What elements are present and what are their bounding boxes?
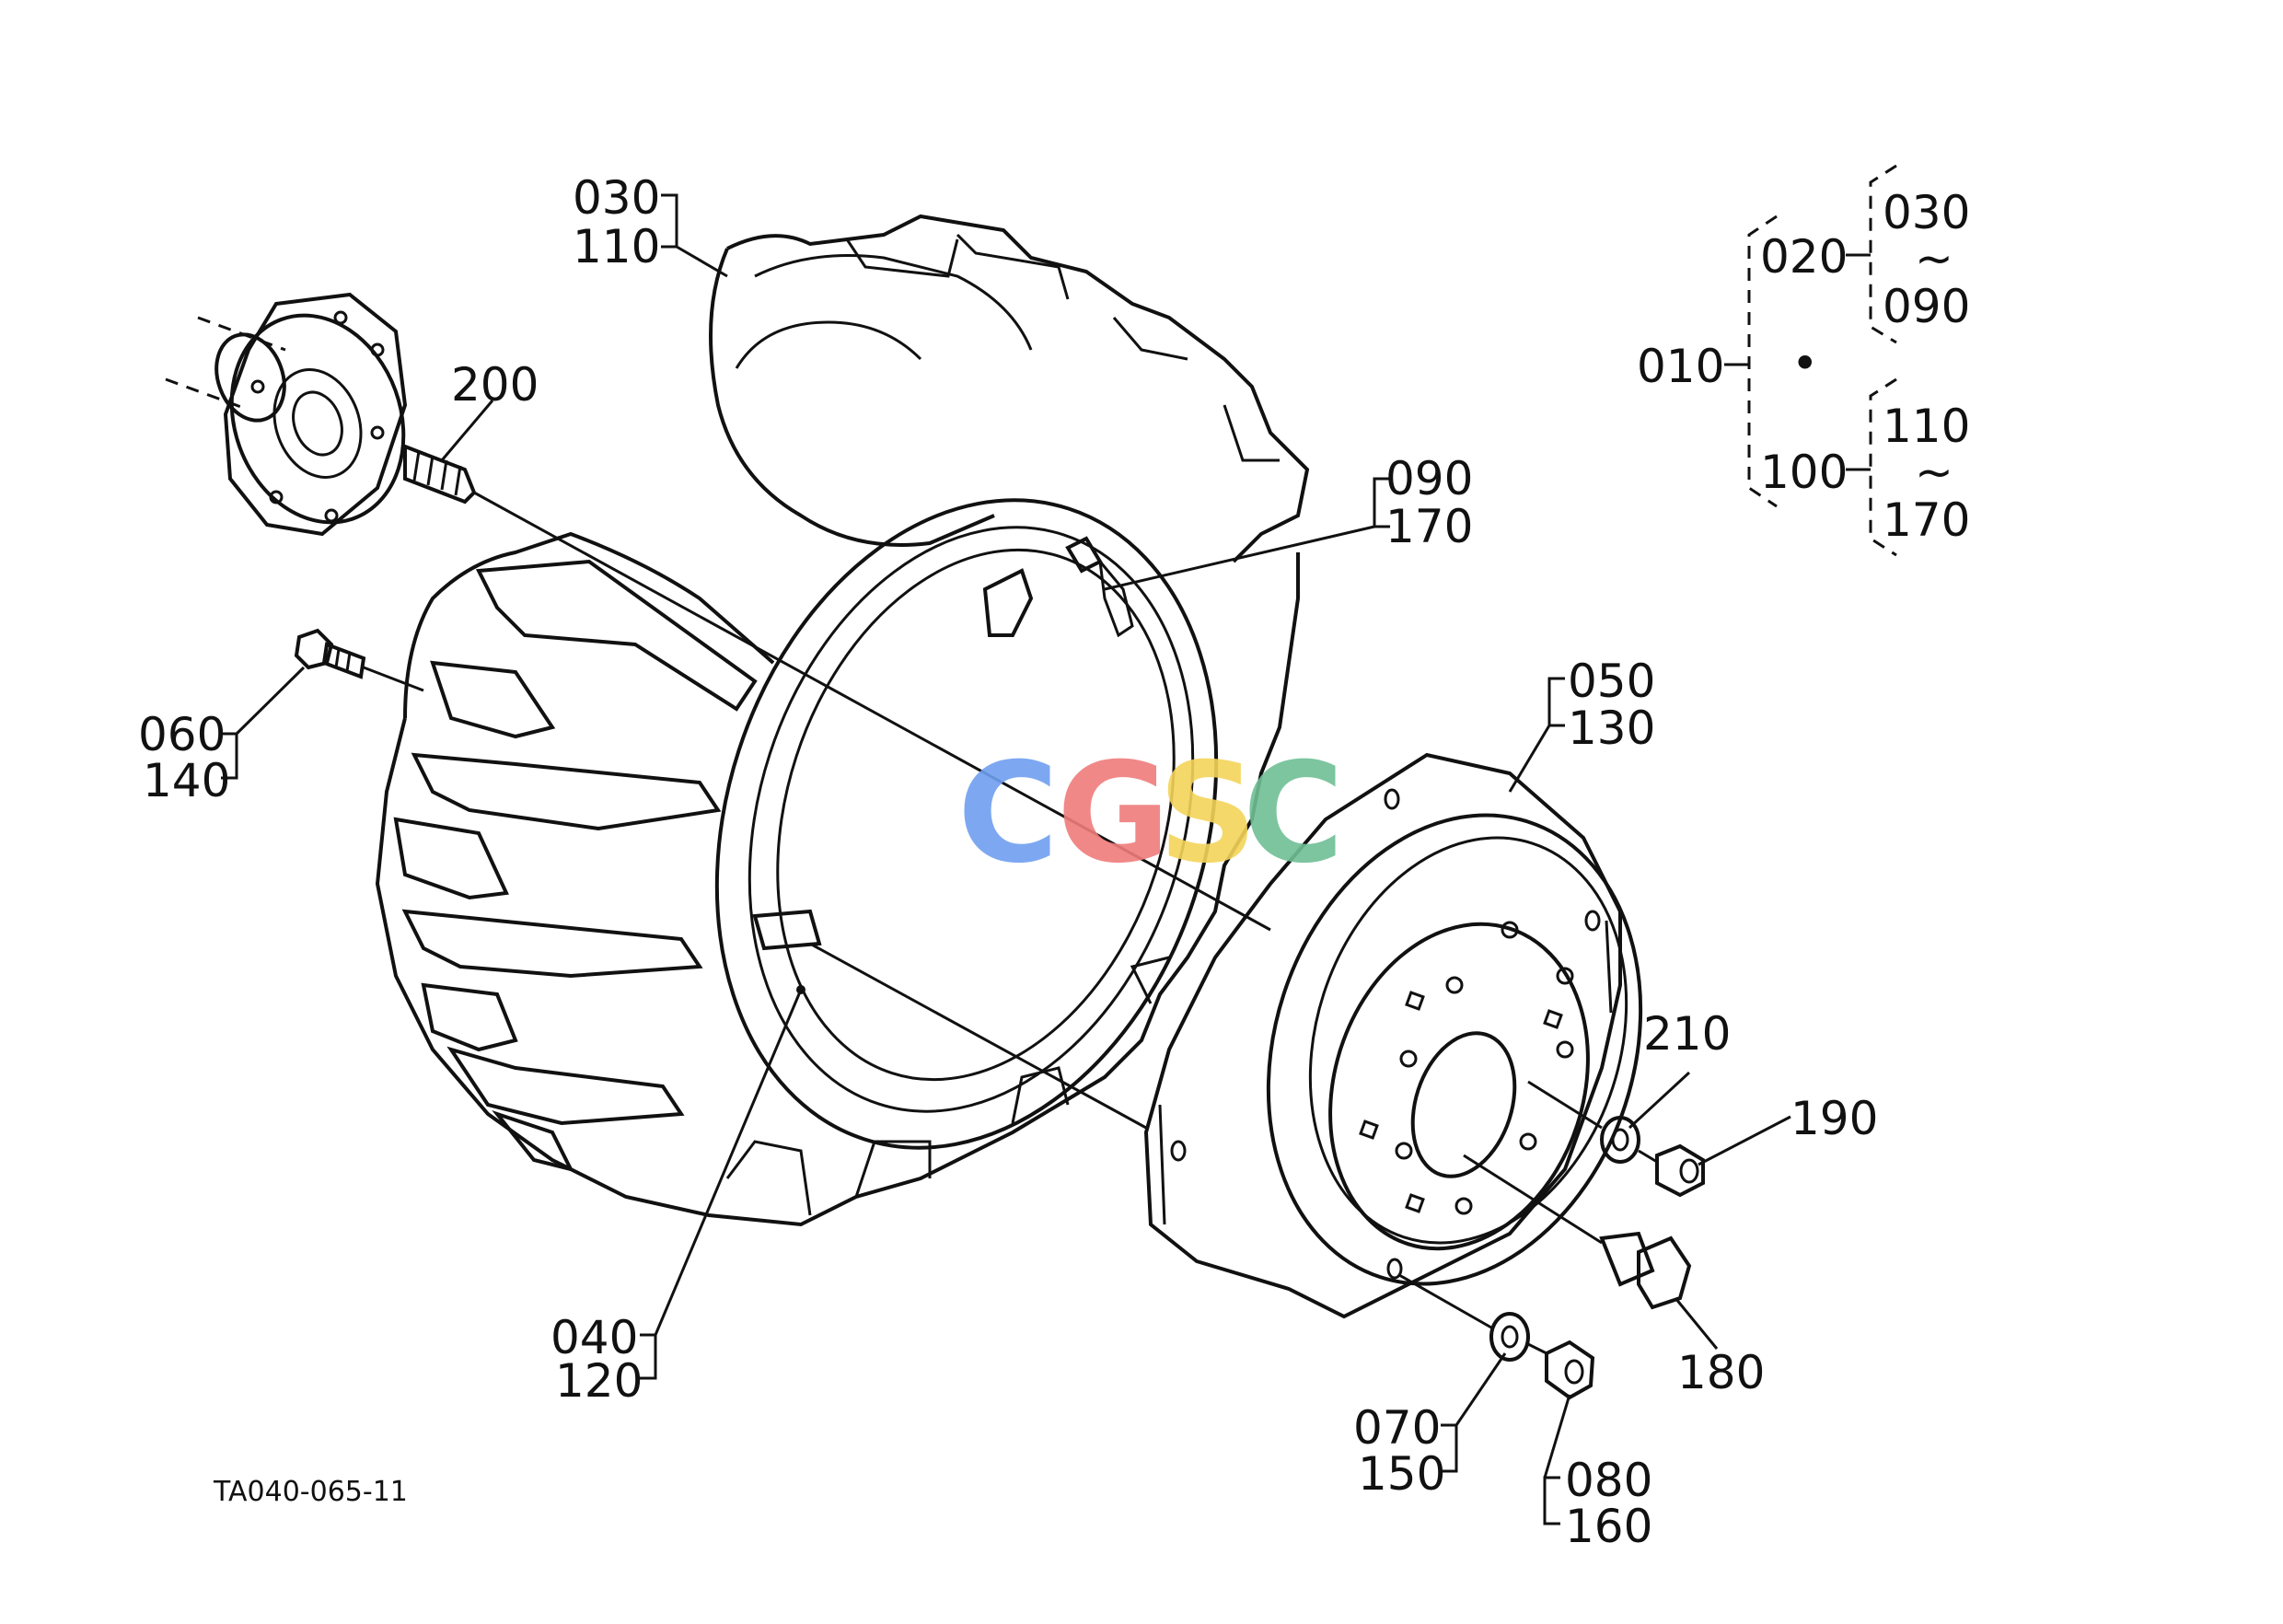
callout-190: 190	[1790, 1092, 1878, 1145]
callout-200: 200	[451, 358, 539, 412]
stud-bolt	[403, 444, 477, 505]
assembly-lines	[363, 491, 1658, 1355]
callout-030: 030	[573, 171, 660, 225]
hier-020: 020	[1760, 230, 1848, 284]
washer-070	[1489, 1312, 1530, 1362]
callout-210: 210	[1643, 1007, 1731, 1061]
hier-030: 030	[1883, 186, 1970, 239]
bolt-060	[294, 628, 366, 679]
hier-170: 170	[1883, 493, 1970, 547]
hier-tilde-2: ~	[1915, 446, 1953, 499]
hier-tilde-1: ~	[1915, 232, 1953, 285]
tire	[375, 214, 1310, 1227]
callout-180: 180	[1677, 1346, 1765, 1399]
part-hierarchy: 010 • 020 030 ~ 090 100 110 ~ 170	[1637, 164, 1970, 557]
watermark-letter: C	[1243, 734, 1344, 894]
callout-080: 080	[1565, 1454, 1652, 1507]
nut-190	[1655, 1143, 1705, 1198]
hier-100: 100	[1760, 446, 1848, 499]
callout-170: 170	[1385, 500, 1473, 553]
watermark-letter: G	[1057, 734, 1170, 894]
callout-050: 050	[1568, 655, 1655, 708]
callout-150: 150	[1358, 1447, 1445, 1501]
watermark: C G S C	[957, 734, 1344, 894]
hub-flange	[165, 292, 408, 537]
watermark-letter: S	[1158, 734, 1257, 894]
hier-dot: •	[1791, 337, 1819, 390]
callout-leaders	[221, 193, 1791, 1525]
callout-060: 060	[138, 708, 226, 761]
callout-040: 040	[550, 1311, 638, 1364]
callout-160: 160	[1565, 1500, 1652, 1553]
callout-110: 110	[573, 220, 660, 273]
drawing-id: TA040-065-11	[213, 1476, 408, 1508]
callout-140: 140	[143, 754, 230, 807]
watermark-letter: C	[957, 734, 1059, 894]
washer-210	[1600, 1116, 1640, 1164]
hier-110: 110	[1883, 400, 1970, 453]
hier-090: 090	[1883, 280, 1970, 333]
callout-070: 070	[1353, 1401, 1441, 1455]
hier-root-010: 010	[1637, 340, 1724, 393]
disc-wheel	[1143, 752, 1643, 1319]
callout-130: 130	[1568, 702, 1655, 755]
nut-080	[1545, 1340, 1595, 1400]
callout-120: 120	[555, 1354, 643, 1408]
callout-090: 090	[1385, 452, 1473, 505]
bolt-180	[1599, 1231, 1692, 1310]
